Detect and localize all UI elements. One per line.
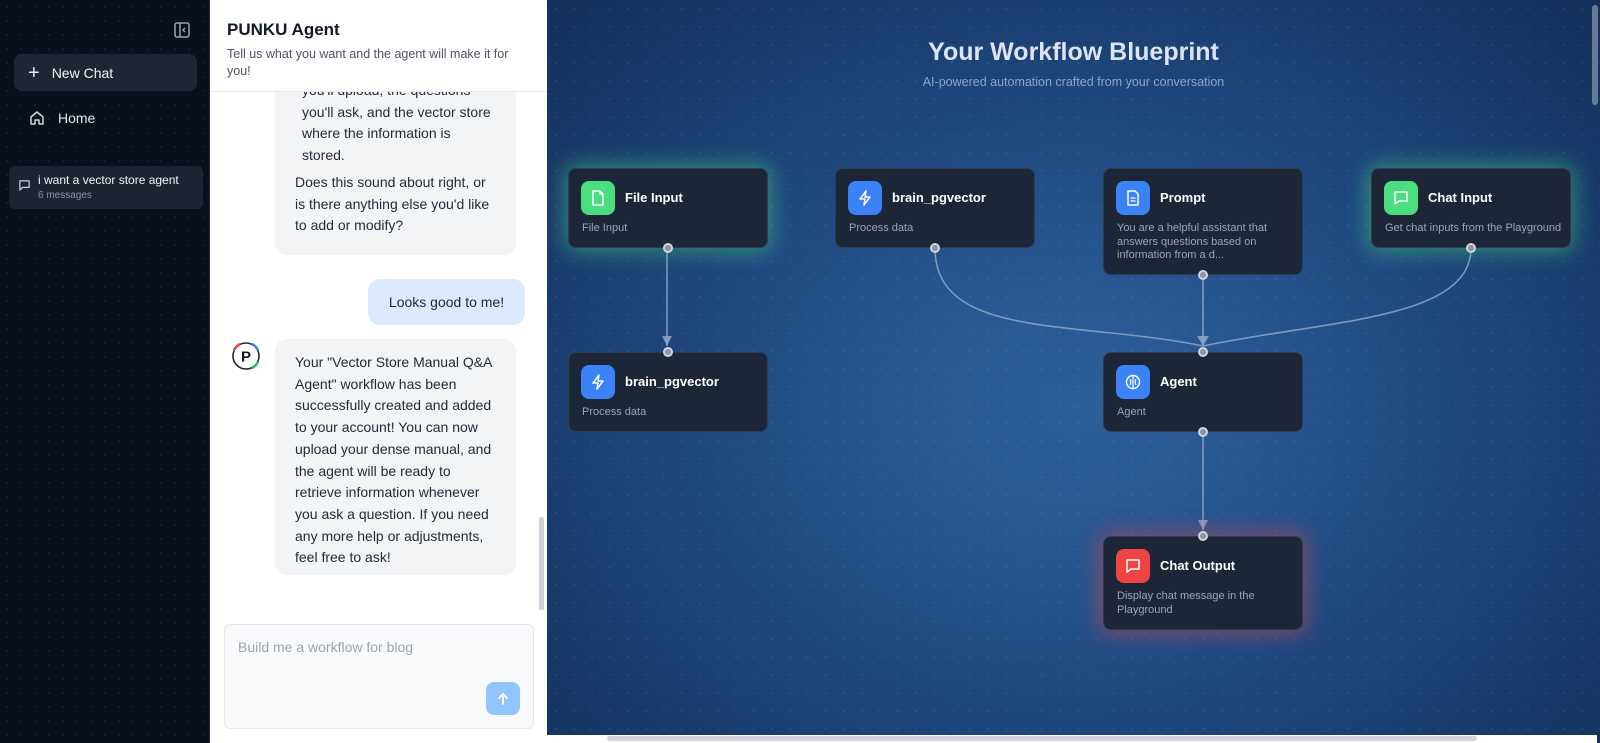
home-icon xyxy=(30,111,44,125)
node-description: Get chat inputs from the Playground xyxy=(1385,222,1562,234)
canvas-vertical-scrollbar[interactable] xyxy=(1590,0,1600,735)
composer xyxy=(224,624,534,729)
node-title: brain_pgvector xyxy=(625,374,719,389)
agent-message: Your "Vector Store Manual Q&A Agent" wor… xyxy=(275,339,516,575)
canvas-title: Your Workflow Blueprint xyxy=(928,38,1219,66)
node-title: brain_pgvector xyxy=(892,190,986,205)
send-button[interactable] xyxy=(486,682,520,715)
user-message-text: Looks good to me! xyxy=(388,294,505,310)
node-title: Chat Input xyxy=(1428,190,1493,205)
output-port[interactable] xyxy=(930,243,940,253)
edge-chat-input-to-agent xyxy=(1202,247,1472,347)
output-port[interactable] xyxy=(1198,427,1208,437)
output-port[interactable] xyxy=(663,243,673,253)
node-description: Agent xyxy=(1117,406,1146,418)
node-title: Chat Output xyxy=(1160,558,1236,573)
canvas-horizontal-scrollbar[interactable] xyxy=(547,735,1597,743)
canvas-subtitle: AI-powered automation crafted from your … xyxy=(922,75,1225,89)
node-description: Process data xyxy=(582,406,647,418)
workflow-edges xyxy=(662,247,1472,530)
lightning-icon xyxy=(581,365,615,399)
scrollbar-thumb[interactable] xyxy=(607,736,1477,741)
workflow-canvas[interactable]: Your Workflow Blueprint AI-powered autom… xyxy=(547,0,1600,743)
message-line: stored. xyxy=(302,147,345,164)
node-brain-pgvector-target[interactable]: brain_pgvector Process data xyxy=(568,347,768,432)
page-subtitle: Tell us what you want and the agent will… xyxy=(227,47,509,78)
edge-pgvector-to-agent xyxy=(934,247,1204,347)
message-icon xyxy=(19,180,30,191)
node-prompt[interactable]: Prompt You are a helpful assistant that … xyxy=(1103,168,1303,280)
message-icon xyxy=(1116,549,1150,583)
brain-icon xyxy=(1116,365,1150,399)
node-chat-output[interactable]: Chat Output Display chat message in the … xyxy=(1103,531,1303,630)
plus-icon: + xyxy=(28,61,40,84)
message-line: you'll ask, and the vector store xyxy=(302,103,491,120)
output-port[interactable] xyxy=(1198,270,1208,280)
message-list: you'll upload, the questions you'll ask,… xyxy=(210,92,547,610)
message-text: Your "Vector Store Manual Q&A Agent" wor… xyxy=(295,354,492,566)
message-input[interactable] xyxy=(225,625,533,728)
chat-scrollbar[interactable] xyxy=(539,517,544,610)
lightning-icon xyxy=(848,181,882,215)
node-brain-pgvector[interactable]: brain_pgvector Process data xyxy=(835,168,1035,253)
chat-panel: PUNKU Agent Tell us what you want and th… xyxy=(210,0,547,743)
chat-header: PUNKU Agent Tell us what you want and th… xyxy=(210,0,547,92)
new-chat-button[interactable]: + New Chat xyxy=(14,54,197,91)
chat-history-item[interactable]: i want a vector store agent 6 messages xyxy=(9,166,203,209)
chat-history-title: i want a vector store agent xyxy=(38,173,179,187)
node-chat-input[interactable]: Chat Input Get chat inputs from the Play… xyxy=(1371,168,1571,253)
node-description: File Input xyxy=(582,222,628,234)
message-line: where the information is xyxy=(302,125,451,142)
node-title: File Input xyxy=(625,190,683,205)
page-title: PUNKU Agent xyxy=(227,20,340,39)
output-port[interactable] xyxy=(1466,243,1476,253)
sidebar-collapse-icon[interactable] xyxy=(172,20,192,40)
file-icon xyxy=(581,181,615,215)
input-port[interactable] xyxy=(663,347,673,357)
avatar: P xyxy=(230,340,262,372)
sidebar-item-label: Home xyxy=(58,110,96,126)
sidebar: + New Chat Home i want a vector store ag… xyxy=(0,0,210,743)
message-icon xyxy=(1384,181,1418,215)
node-description: You are a helpful assistant that answers… xyxy=(1117,222,1268,261)
input-port[interactable] xyxy=(1198,531,1208,541)
node-agent[interactable]: Agent Agent xyxy=(1103,347,1303,437)
node-file-input[interactable]: File Input File Input xyxy=(568,168,768,253)
sidebar-item-home[interactable]: Home xyxy=(28,109,95,127)
input-port[interactable] xyxy=(1198,347,1208,357)
chat-history-count: 6 messages xyxy=(38,190,92,201)
node-title: Prompt xyxy=(1160,190,1206,205)
arrow-up-icon xyxy=(498,692,508,705)
node-description: Display chat message in the Playground xyxy=(1117,590,1255,616)
message-question: Does this sound about right, or is there… xyxy=(295,173,490,234)
node-description: Process data xyxy=(849,222,914,234)
document-icon xyxy=(1116,181,1150,215)
scrollbar-thumb[interactable] xyxy=(1592,5,1598,105)
avatar-letter: P xyxy=(241,349,251,366)
new-chat-label: New Chat xyxy=(51,64,114,81)
user-message: Looks good to me! xyxy=(368,279,525,325)
node-title: Agent xyxy=(1160,374,1197,389)
agent-message: you'll upload, the questions you'll ask,… xyxy=(275,92,516,255)
message-line: you'll upload, the questions xyxy=(295,92,497,102)
